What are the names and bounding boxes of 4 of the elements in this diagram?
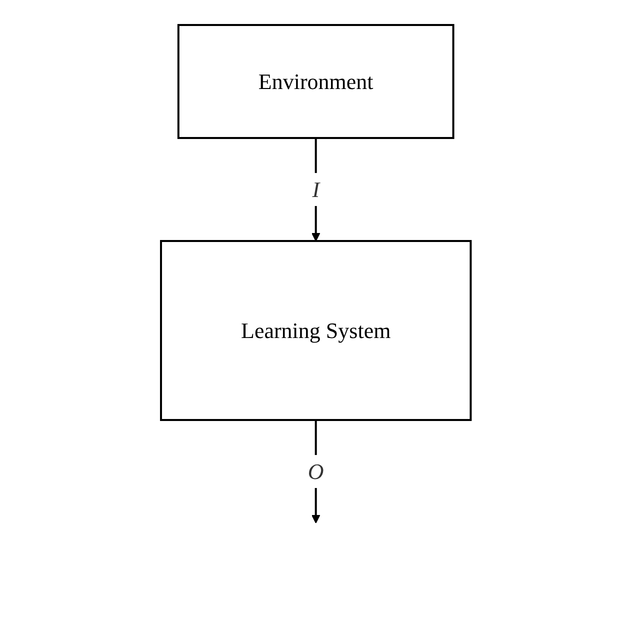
edge-label: I	[312, 177, 320, 202]
node-box: Learning System	[160, 240, 472, 421]
node-box: Environment	[177, 24, 454, 139]
edge-label: O	[308, 459, 324, 484]
